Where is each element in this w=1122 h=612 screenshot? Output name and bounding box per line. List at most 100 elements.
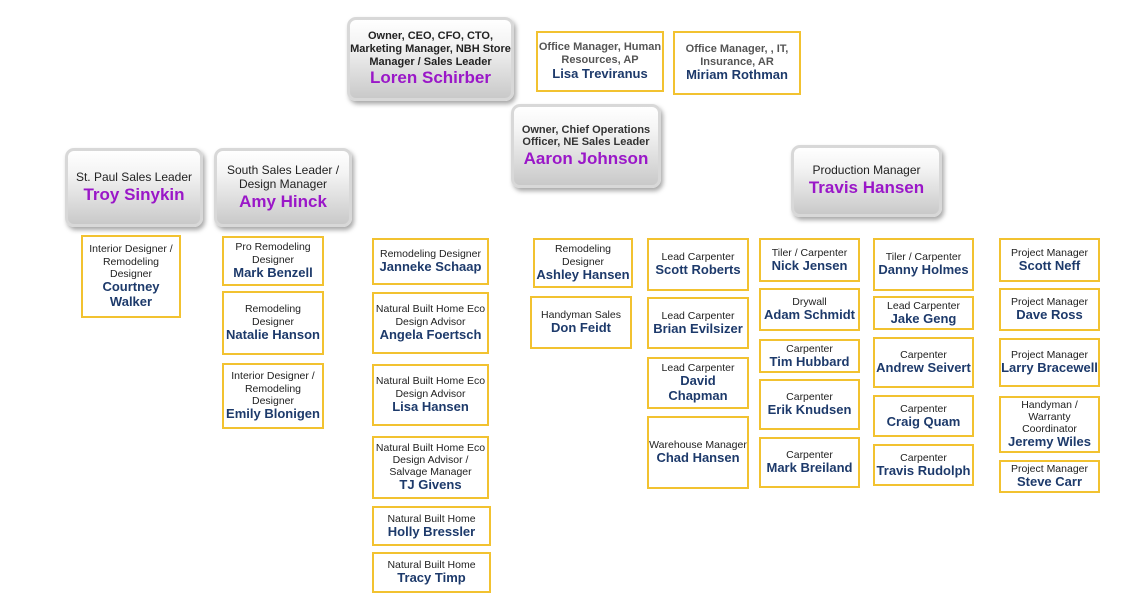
staff-name: Chad Hansen xyxy=(656,450,740,466)
staff-name: Jeremy Wiles xyxy=(1008,434,1091,450)
staff-box: Lead Carpenter Jake Geng xyxy=(873,296,974,330)
staff-title: Tiler / Carpenter xyxy=(771,246,848,259)
staff-title: Remodeling Designer xyxy=(380,248,481,260)
office-manager-name: Lisa Treviranus xyxy=(552,65,648,81)
staff-name: David Chapman xyxy=(668,373,728,404)
staff-title: Natural Built Home xyxy=(387,559,476,571)
coo-title: Owner, Chief Operations Officer, NE Sale… xyxy=(521,123,651,149)
staff-box: Tiler / Carpenter Danny Holmes xyxy=(873,238,974,291)
staff-box: Handyman Sales Don Feidt xyxy=(530,296,632,349)
staff-name: Jake Geng xyxy=(890,310,957,326)
staff-title: Lead Carpenter xyxy=(887,299,960,312)
staff-title: Natural Built Home Eco Design Advisor xyxy=(375,375,486,400)
staff-name: Scott Neff xyxy=(1018,257,1081,273)
staff-name: TJ Givens xyxy=(399,477,462,493)
staff-title: Natural Built Home Eco Design Advisor xyxy=(375,303,486,328)
staff-box: Natural Built Home Eco Design Advisor Li… xyxy=(372,364,489,426)
staff-name: Lisa Hansen xyxy=(392,398,469,414)
staff-box: Lead Carpenter Scott Roberts xyxy=(647,238,749,291)
staff-box: Project Manager Scott Neff xyxy=(999,238,1100,282)
staff-title: Carpenter xyxy=(786,391,833,403)
staff-box: Interior Designer / Remodeling Designer … xyxy=(81,235,181,318)
staff-box: Natural Built Home Tracy Timp xyxy=(372,552,491,593)
staff-name: Mark Benzell xyxy=(233,264,313,280)
office-manager-name: Miriam Rothman xyxy=(686,67,788,83)
staff-name: Adam Schmidt xyxy=(763,307,855,323)
staff-box: Handyman / Warranty Coordinator Jeremy W… xyxy=(999,396,1100,453)
staff-name: Holly Bressler xyxy=(387,523,476,539)
staff-title: Natural Built Home xyxy=(387,512,476,525)
staff-box: Carpenter Craig Quam xyxy=(873,395,974,437)
south-leader-box: South Sales Leader / Design Manager Amy … xyxy=(214,148,352,227)
staff-title: Pro Remodeling Designer xyxy=(235,241,311,266)
staff-box: Lead Carpenter Brian Evilsizer xyxy=(647,297,749,349)
office-manager-box: Office Manager, Human Resources, AP Lisa… xyxy=(536,31,664,92)
staff-box: Interior Designer / Remodeling Designer … xyxy=(222,363,324,429)
staff-title: Tiler / Carpenter xyxy=(885,251,962,263)
staff-box: Remodeling Designer Ashley Hansen xyxy=(533,238,633,288)
staff-box: Carpenter Andrew Seivert xyxy=(873,337,974,388)
south-leader-name: Amy Hinck xyxy=(239,191,327,211)
staff-name: Natalie Hanson xyxy=(226,326,320,342)
production-leader-box: Production Manager Travis Hansen xyxy=(791,145,942,217)
staff-title: Project Manager xyxy=(1010,246,1089,259)
staff-title: Carpenter xyxy=(900,451,947,464)
staff-box: Carpenter Mark Breiland xyxy=(759,437,860,488)
staff-name: Larry Bracewell xyxy=(1001,360,1098,376)
staff-name: Tim Hubbard xyxy=(769,353,850,369)
office-manager-box: Office Manager, , IT, Insurance, AR Miri… xyxy=(673,31,801,95)
staff-box: Pro Remodeling Designer Mark Benzell xyxy=(222,236,324,286)
staff-name: Tracy Timp xyxy=(397,570,466,586)
staff-title: Project Manager xyxy=(1010,463,1089,475)
staff-name: Erik Knudsen xyxy=(767,402,852,418)
office-manager-title: Office Manager, , IT, Insurance, AR xyxy=(685,42,789,68)
staff-title: Interior Designer / Remodeling Designer xyxy=(89,243,173,280)
staff-box: Remodeling Designer Janneke Schaap xyxy=(372,238,489,285)
staff-name: Danny Holmes xyxy=(878,262,969,278)
staff-box: Drywall Adam Schmidt xyxy=(759,288,860,331)
staff-title: Carpenter xyxy=(900,349,947,361)
staff-title: Carpenter xyxy=(900,402,947,415)
staff-name: Janneke Schaap xyxy=(379,259,482,275)
production-leader-name: Travis Hansen xyxy=(808,178,925,198)
coo-name: Aaron Johnson xyxy=(523,148,649,168)
staff-title: Project Manager xyxy=(1010,349,1089,361)
stpaul-leader-title: St. Paul Sales Leader xyxy=(75,169,193,184)
stpaul-leader-box: St. Paul Sales Leader Troy Sinykin xyxy=(65,148,203,227)
staff-name: Steve Carr xyxy=(1016,474,1083,490)
staff-title: Carpenter xyxy=(786,342,833,355)
staff-title: Interior Designer / Remodeling Designer xyxy=(231,370,315,407)
staff-name: Travis Rudolph xyxy=(876,462,971,478)
staff-box: Warehouse Manager Chad Hansen xyxy=(647,416,749,489)
staff-box: Project Manager Dave Ross xyxy=(999,288,1100,331)
staff-name: Brian Evilsizer xyxy=(653,320,743,336)
staff-name: Ashley Hansen xyxy=(536,266,630,282)
staff-name: Emily Blonigen xyxy=(226,405,320,421)
staff-box: Carpenter Travis Rudolph xyxy=(873,444,974,486)
staff-box: Remodeling Designer Natalie Hanson xyxy=(222,291,324,355)
ceo-title: Owner, CEO, CFO, CTO, Marketing Manager,… xyxy=(350,30,511,68)
staff-box: Carpenter Erik Knudsen xyxy=(759,379,860,430)
stpaul-leader-name: Troy Sinykin xyxy=(83,184,185,204)
staff-box: Project Manager Steve Carr xyxy=(999,460,1100,493)
staff-name: Don Feidt xyxy=(551,320,611,336)
staff-box: Natural Built Home Eco Design Advisor An… xyxy=(372,292,489,354)
staff-name: Angela Foertsch xyxy=(379,326,482,342)
ceo-name: Loren Schirber xyxy=(370,68,491,88)
south-leader-title: South Sales Leader / Design Manager xyxy=(226,162,340,191)
office-manager-title: Office Manager, Human Resources, AP xyxy=(538,41,662,67)
staff-title: Remodeling Designer xyxy=(554,243,612,268)
staff-title: Carpenter xyxy=(786,449,833,461)
staff-title: Handyman / Warranty Coordinator xyxy=(1021,398,1078,436)
staff-title: Lead Carpenter xyxy=(661,309,735,322)
staff-box: Tiler / Carpenter Nick Jensen xyxy=(759,238,860,282)
production-leader-title: Production Manager xyxy=(812,163,921,178)
staff-name: Craig Quam xyxy=(886,413,961,429)
staff-name: Scott Roberts xyxy=(655,262,741,278)
coo-box: Owner, Chief Operations Officer, NE Sale… xyxy=(511,104,661,188)
staff-title: Warehouse Manager xyxy=(649,439,747,451)
staff-title: Lead Carpenter xyxy=(661,362,735,375)
staff-name: Mark Breiland xyxy=(766,460,853,476)
ceo-box: Owner, CEO, CFO, CTO, Marketing Manager,… xyxy=(347,17,514,101)
staff-box: Natural Built Home Holly Bressler xyxy=(372,506,491,546)
